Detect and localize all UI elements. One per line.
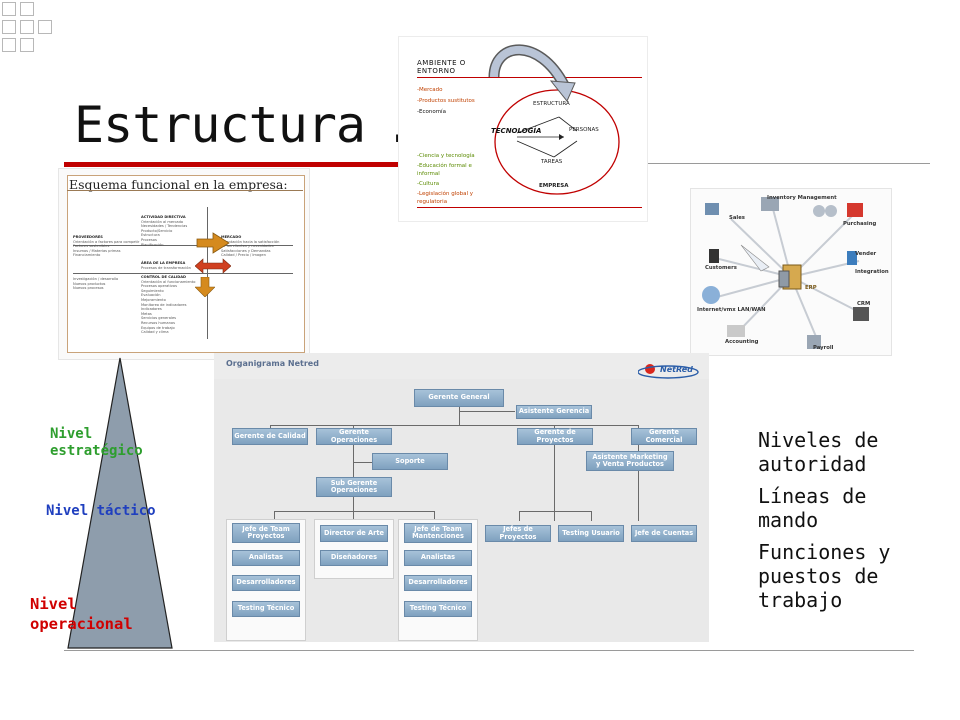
decor-square [2,38,16,52]
erp-hub-drawing [702,197,869,349]
down-arrow-icon [195,277,215,297]
org-box-jefes-proyectos: Jefes de Proyectos [485,525,551,542]
environment-factor: informal [417,171,440,177]
personas-label: PERSONAS [569,127,599,133]
slide-title: Estructura … [74,96,424,154]
decor-square [2,2,16,16]
org-box-gerente-general: Gerente General [414,389,504,407]
netred-logo-icon [637,364,699,379]
org-box-director-arte: Director de Arte [320,525,388,542]
hierarchy-pyramid [67,357,173,649]
erp-module-label: Payroll [813,345,834,351]
right-arrow-icon [196,232,230,254]
erp-module-label: Accounting [725,339,759,345]
erp-module-label: Inventory Management [767,195,837,201]
netred-logo: NetRed [637,361,702,379]
environment-heading-2: ENTORNO [417,67,456,75]
title-divider [400,163,930,164]
org-box-soporte: Soporte [372,453,448,470]
org-chart-title: Organigrama Netred [226,359,319,368]
erp-module-label: Sales [729,215,745,221]
erp-module-label: CRM [857,301,871,307]
double-arrow-icon [195,258,231,274]
org-box-gerente-calidad: Gerente de Calidad [232,428,308,445]
org-box-gerente-proyectos: Gerente de Proyectos [517,428,593,445]
org-box-jefe-cuentas: Jefe de Cuentas [631,525,697,542]
environment-factor: -Productos sustitutos [417,98,475,104]
empresa-label: EMPRESA [539,183,569,189]
concept-item: Funciones y puestos de trabajo [758,540,891,612]
org-box-desarrolladores: Desarrolladores [232,575,300,591]
bottom-divider [64,650,914,651]
decor-square [20,20,34,34]
environment-factor: regulatoria [417,199,448,205]
org-box-analistas: Analistas [232,550,300,566]
environment-factor: -Cultura [417,181,440,187]
erp-module-label: Purchasing [843,221,877,227]
decor-square [20,2,34,16]
tareas-label: TAREAS [541,159,563,165]
scheme-title: Esquema funcional en la empresa: [69,177,288,192]
erp-center-label: ERP [805,285,817,291]
erp-module-label: Integration [855,269,889,275]
org-box-asistente-gerencia: Asistente Gerencia [516,405,592,419]
org-box-analistas: Analistas [404,550,472,566]
level-tactical-label: Nivel táctico [46,503,156,519]
environment-diagram-drawing [488,44,620,195]
decor-square [2,20,16,34]
org-box-testing-tecnico: Testing Técnico [232,601,300,617]
environment-diagram-image: AMBIENTE O ENTORNO -Mercado -Productos s… [398,36,648,222]
concept-list: Niveles de autoridad Líneas de mando Fun… [758,428,890,620]
org-box-testing-usuario: Testing Usuario [558,525,624,542]
org-box-gerente-operaciones: Gerente Operaciones [316,428,392,445]
environment-factor: -Mercado [417,87,443,93]
environment-factor: -Educación formal e [417,163,472,169]
environment-factor: -Economía [417,109,446,115]
environment-factor: -Ciencia y tecnología [417,153,475,159]
erp-module-label: Customers [705,265,737,271]
org-chart-image: Organigrama Netred NetRed Gerente Genera… [214,353,709,642]
decor-square [38,20,52,34]
decor-square [20,38,34,52]
erp-diagram-image: Inventory Management Sales Purchasing Cu… [690,188,892,356]
concept-item: Niveles de autoridad [758,428,879,476]
org-box-desarrolladores: Desarrolladores [404,575,472,591]
title-underline [64,162,400,167]
estructura-label: ESTRUCTURA [533,101,570,107]
org-box-disenadores: Diseñadores [320,550,388,566]
concept-item: Líneas de mando [758,484,867,532]
tecnologia-label: TECNOLOGÍA [491,127,542,135]
erp-module-label: Internet/vmx LAN/WAN [697,307,766,313]
erp-module-label: Vender [855,251,877,257]
org-box-testing-tecnico: Testing Técnico [404,601,472,617]
environment-heading: AMBIENTE O [417,59,466,67]
environment-factor: -Legislación global y [417,191,474,197]
functional-scheme-image: Esquema funcional en la empresa: ACTIVID… [58,168,310,360]
org-box-gerente-comercial: Gerente Comercial [631,428,697,445]
